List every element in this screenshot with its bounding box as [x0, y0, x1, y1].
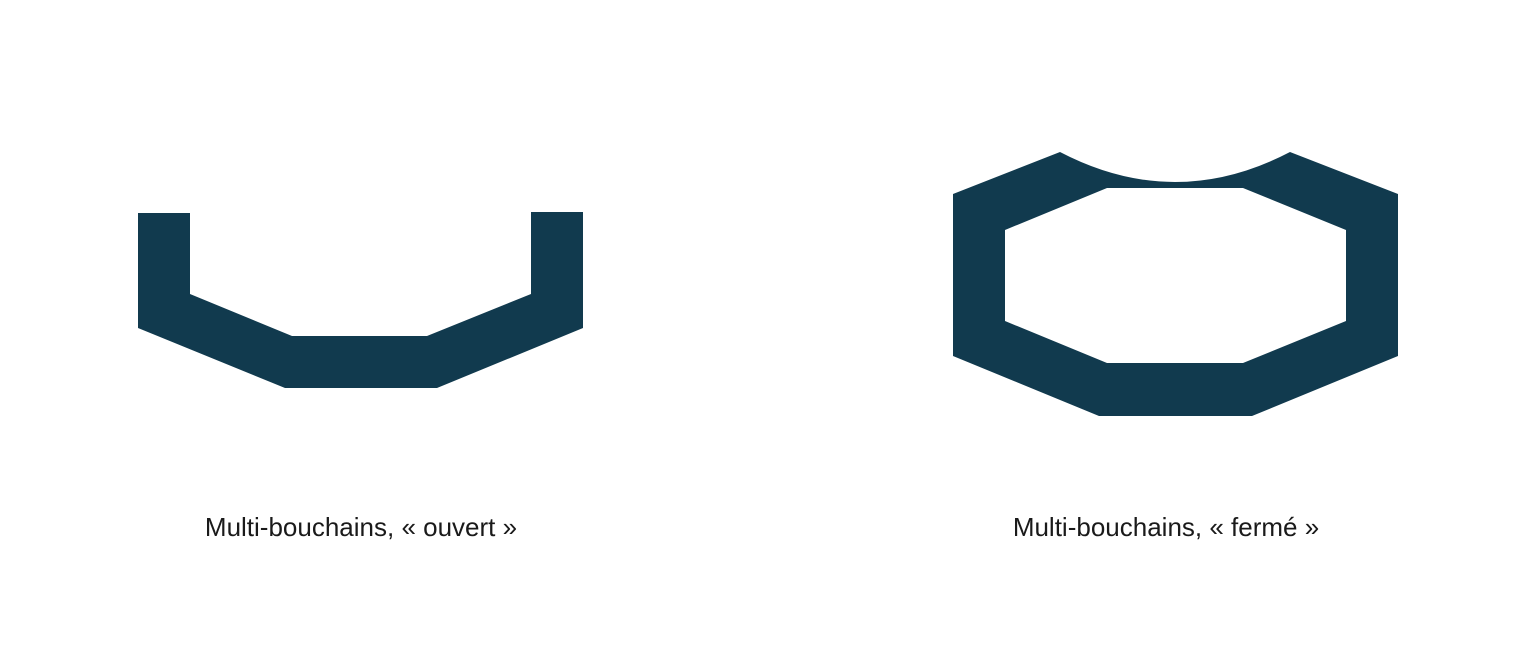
closed-multi-chine-shape: [953, 152, 1398, 416]
open-multi-chine-shape: [138, 212, 583, 388]
closed-shape-caption: Multi-bouchains, « fermé »: [1012, 512, 1320, 542]
open-shape-caption: Multi-bouchains, « ouvert »: [204, 512, 518, 542]
